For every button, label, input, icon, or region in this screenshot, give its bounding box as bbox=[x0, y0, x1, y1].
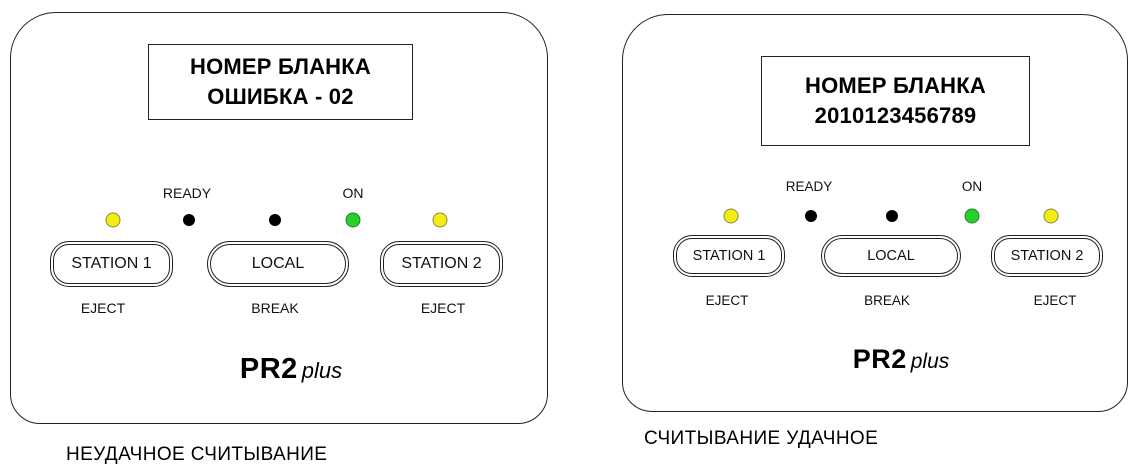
lcd-display: НОМЕР БЛАНКА 2010123456789 bbox=[761, 56, 1030, 146]
eject-label-left: EJECT bbox=[705, 293, 749, 308]
on-label: ON bbox=[342, 185, 364, 201]
caption-successful-reading: СЧИТЫВАНИЕ УДАЧНОЕ bbox=[644, 428, 879, 449]
station1-led bbox=[105, 212, 121, 228]
caption-failed-reading: НЕУДАЧНОЕ СЧИТЫВАНИЕ bbox=[66, 444, 328, 465]
on-led bbox=[964, 208, 980, 224]
logo-brand: PR2 bbox=[852, 344, 907, 374]
local-led bbox=[269, 214, 281, 226]
logo-suffix: plus bbox=[301, 358, 343, 383]
station2-led bbox=[1043, 208, 1059, 224]
logo-suffix: plus bbox=[910, 350, 950, 373]
station-2-button[interactable]: STATION 2 bbox=[991, 235, 1103, 277]
eject-label-right: EJECT bbox=[1033, 293, 1077, 308]
ready-led bbox=[805, 210, 817, 222]
logo-brand: PR2 bbox=[239, 353, 298, 385]
ready-led bbox=[183, 214, 195, 226]
station-1-button[interactable]: STATION 1 bbox=[673, 235, 785, 277]
local-button[interactable]: LOCAL bbox=[821, 235, 961, 277]
on-label: ON bbox=[961, 179, 983, 194]
station1-led bbox=[723, 208, 739, 224]
lcd-line-1: НОМЕР БЛАНКА bbox=[190, 54, 371, 79]
on-led bbox=[345, 212, 361, 228]
station2-led bbox=[432, 212, 448, 228]
lcd-line-2: 2010123456789 bbox=[814, 103, 977, 128]
device-panel-success: НОМЕР БЛАНКА 2010123456789 READY ON STAT… bbox=[622, 14, 1128, 412]
device-panel-failed: НОМЕР БЛАНКА ОШИБКА - 02 READY ON STATIO… bbox=[10, 12, 548, 424]
eject-label-right: EJECT bbox=[420, 300, 466, 316]
lcd-display: НОМЕР БЛАНКА ОШИБКА - 02 bbox=[148, 44, 413, 120]
station-2-button[interactable]: STATION 2 bbox=[380, 241, 503, 287]
local-led bbox=[886, 210, 898, 222]
lcd-line-1: НОМЕР БЛАНКА bbox=[805, 73, 986, 98]
break-label: BREAK bbox=[251, 300, 299, 316]
eject-label-left: EJECT bbox=[80, 300, 126, 316]
local-button[interactable]: LOCAL bbox=[207, 241, 349, 287]
lcd-line-2: ОШИБКА - 02 bbox=[207, 84, 354, 109]
ready-label: READY bbox=[785, 179, 833, 194]
ready-label: READY bbox=[162, 185, 212, 201]
break-label: BREAK bbox=[864, 293, 910, 308]
station-1-button[interactable]: STATION 1 bbox=[50, 241, 173, 287]
